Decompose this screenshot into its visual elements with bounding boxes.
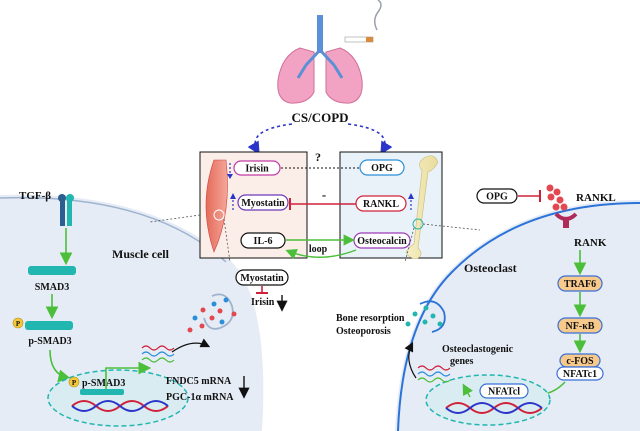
osteoclast-vesicle <box>419 300 446 333</box>
psmad3-shape <box>25 321 73 330</box>
nuclear-psmad3-label: p-SMAD3 <box>82 378 125 389</box>
bone-resorption-label: Bone resorption <box>336 313 405 324</box>
nfatc1-label: NFATc1 <box>563 369 597 380</box>
osteoclast-title: Osteoclast <box>464 261 517 275</box>
osteoclast-nucleus <box>425 374 551 426</box>
rank-receptor-icon <box>554 212 578 228</box>
irisin-pill <box>233 160 281 176</box>
mrna-to-secretion-arrow <box>171 338 211 353</box>
smad3-shape <box>28 266 76 275</box>
fndc5-label: FNDC5 mRNA <box>166 376 232 387</box>
rankl-up-arrowhead <box>408 193 414 199</box>
muscle-dna-icon <box>71 400 169 412</box>
osteoclast-opg-pill <box>476 188 518 204</box>
loop-label: loop <box>309 244 328 255</box>
traf6-pill <box>557 275 603 292</box>
bone-zoom-line-down <box>404 227 415 263</box>
osteoclast-rankl-label: RANKL <box>576 192 616 204</box>
pgc-label: PGC-1α mRNA <box>166 392 234 403</box>
osteoclast-dna-icon <box>445 402 543 414</box>
genes-to-resorption-arrow <box>404 341 417 379</box>
myostatin-label: Myostatin <box>241 198 285 209</box>
resorption-dots <box>405 305 443 327</box>
rank-label: RANK <box>574 237 607 249</box>
tgf-receptor-icon <box>58 194 74 226</box>
nfkb-pill <box>557 317 603 334</box>
mrna-squiggles-icon <box>141 345 175 363</box>
rankl-ligand-icon <box>546 184 568 211</box>
muscle-vesicle <box>203 293 234 330</box>
copd-to-bone-arrow <box>347 123 393 155</box>
traf6-label: TRAF6 <box>564 279 596 290</box>
muscle-myostatin-label: Myostatin <box>240 273 284 284</box>
nuclear-phospho-label: P <box>72 379 77 387</box>
muscle-cell-title: Muscle cell <box>112 247 170 261</box>
phospho-icon <box>12 317 24 329</box>
lungs-icon <box>277 15 363 104</box>
osteocalcin-label: Osteocalcin <box>357 236 407 247</box>
myostatin-pill <box>237 194 289 211</box>
nucleus-to-mrna-arrow <box>105 361 152 389</box>
genes-label-line2: genes <box>450 356 473 367</box>
il6-label: IL-6 <box>254 236 273 247</box>
osteocalcin-to-il6-arrow <box>285 248 357 260</box>
myostatin-up-arrowhead <box>230 193 236 199</box>
psmad3-to-nucleus-arrow <box>49 349 72 383</box>
nuclear-nfatc1-pill <box>479 383 529 399</box>
question-mark: ? <box>315 150 321 164</box>
bone-icon <box>405 155 439 259</box>
osteoporosis-label: Osteoporosis <box>336 326 391 337</box>
cigarette-icon <box>344 0 382 43</box>
cfos-label: c-FOS <box>566 356 594 367</box>
osteoclast-opg-label: OPG <box>486 192 508 203</box>
irisin-down-label: Irisin <box>251 297 275 308</box>
il6-pill <box>240 232 286 249</box>
nuclear-nfatc1-label: NFATcl <box>488 387 520 398</box>
nuclear-phospho-icon <box>68 376 80 388</box>
muscle-fiber-icon <box>205 159 228 253</box>
muscle-zoom-circle <box>213 209 225 221</box>
smad3-label: SMAD3 <box>35 282 69 293</box>
nucleus-to-genes-arrow <box>462 383 473 398</box>
nuclear-psmad3-shape <box>80 389 124 395</box>
irisin-label: Irisin <box>245 164 269 175</box>
nfatc1-pill <box>556 366 604 381</box>
opg-label: OPG <box>371 163 393 174</box>
phospho-label: P <box>16 320 21 328</box>
bone-zoom-line-right <box>422 223 481 231</box>
psmad3-label: p-SMAD3 <box>28 336 71 347</box>
copd-to-muscle-arrow <box>247 123 293 155</box>
title-label: CS/COPD <box>291 110 348 125</box>
opg-pill <box>359 159 405 176</box>
rankl-label: RANKL <box>363 199 399 210</box>
osteoclast-mrna-icon <box>417 365 451 383</box>
nfkb-label: NF-κB <box>566 321 595 332</box>
irisin-down-arrowhead <box>227 174 233 179</box>
secreted-dots-muscle <box>187 297 237 333</box>
muscle-zoom-line-down <box>223 218 231 263</box>
muscle-zoom-line-left <box>149 214 201 223</box>
minus-sign: - <box>322 187 326 202</box>
genes-label-line1: Osteoclastogenic <box>442 344 514 355</box>
muscle-myostatin-pill <box>235 269 289 286</box>
tgf-label: TGF-β <box>19 190 51 202</box>
